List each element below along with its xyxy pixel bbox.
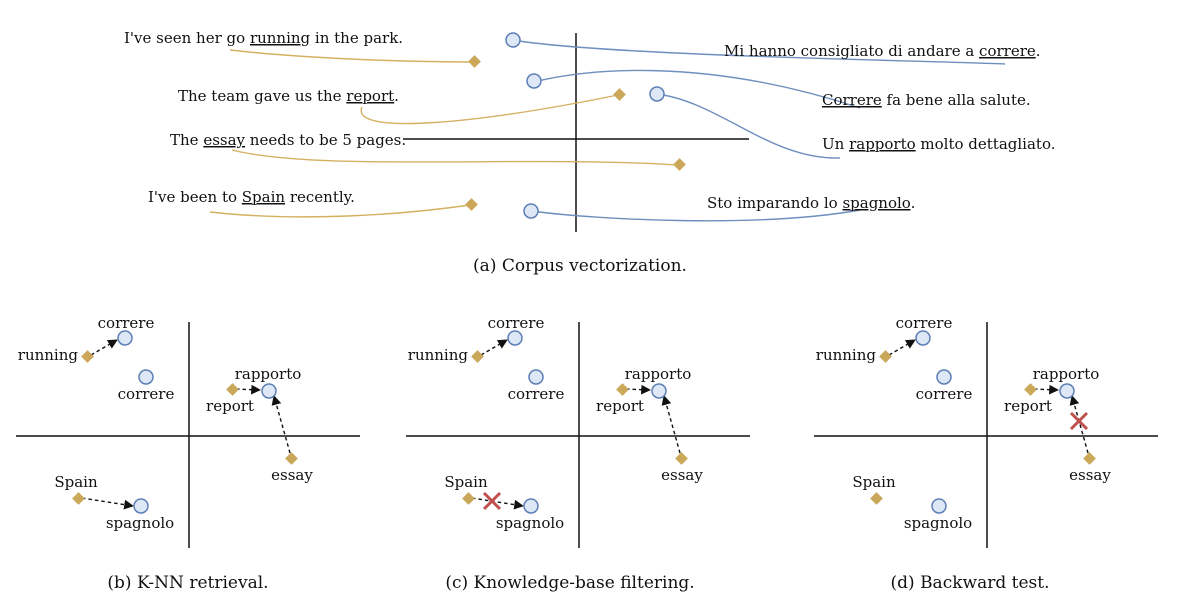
label-correre-mid: correre <box>118 385 175 403</box>
label-essay: essay <box>1069 466 1111 484</box>
point-correre-mid <box>138 369 154 385</box>
point-spagnolo <box>523 498 539 514</box>
arrow-spain-spagnolo <box>471 497 524 510</box>
curve-report <box>360 94 619 125</box>
label-spagnolo: spagnolo <box>496 514 564 532</box>
caption-b: (b) K-NN retrieval. <box>107 573 268 593</box>
label-spagnolo: spagnolo <box>904 514 972 532</box>
caption-c: (c) Knowledge-base filtering. <box>445 573 694 593</box>
point-running <box>468 55 481 68</box>
sentence-en-spain: I've been to Spain recently. <box>148 188 355 206</box>
label-spain: Spain <box>444 473 488 491</box>
arrow-spain-spagnolo <box>81 497 134 510</box>
point-report <box>616 383 629 396</box>
point-spain <box>462 492 475 505</box>
label-running: running <box>18 346 79 364</box>
point-correre-top <box>117 330 133 346</box>
curve-correre-2 <box>533 69 861 109</box>
point-rapporto <box>1059 383 1075 399</box>
sentence-it-rapporto: Un rapporto molto dettagliato. <box>822 135 1055 153</box>
panel-c: correre running correre rapporto report … <box>406 314 750 593</box>
point-spain <box>72 492 85 505</box>
sentence-en-essay: The essay needs to be 5 pages. <box>170 131 406 149</box>
point-spagnolo <box>931 498 947 514</box>
point-report <box>613 88 626 101</box>
reject-x-icon <box>482 491 502 511</box>
point-rapporto <box>261 383 277 399</box>
point-spagnolo <box>523 203 539 219</box>
label-correre-top: correre <box>896 314 953 332</box>
arrow-report-rapporto <box>235 384 261 395</box>
sentence-en-report: The team gave us the report. <box>178 87 399 105</box>
label-running: running <box>816 346 877 364</box>
label-report: report <box>206 397 254 415</box>
curve-running <box>229 49 475 63</box>
label-essay: essay <box>661 466 703 484</box>
label-rapporto: rapporto <box>235 365 302 383</box>
point-correre-top <box>915 330 931 346</box>
point-spain <box>465 198 478 211</box>
label-running: running <box>408 346 469 364</box>
panel-b: correre running correre rapporto report … <box>16 314 360 593</box>
point-running <box>81 350 94 363</box>
point-report <box>226 383 239 396</box>
label-correre-top: correre <box>488 314 545 332</box>
reject-x-icon <box>1069 411 1089 431</box>
point-essay <box>1083 452 1096 465</box>
point-rapporto <box>649 86 665 102</box>
caption-d: (d) Backward test. <box>891 573 1050 593</box>
label-spain: Spain <box>54 473 98 491</box>
sentence-it-correre-2: Correre fa bene alla salute. <box>822 91 1031 109</box>
arrow-essay-rapporto <box>661 395 681 454</box>
caption-a: (a) Corpus vectorization. <box>473 256 687 276</box>
point-rapporto <box>651 383 667 399</box>
point-running <box>471 350 484 363</box>
panel-d: correre running correre rapporto report … <box>814 314 1158 593</box>
label-rapporto: rapporto <box>625 365 692 383</box>
sentence-en-running: I've seen her go running in the park. <box>124 29 403 47</box>
curve-spagnolo <box>530 209 861 222</box>
label-spagnolo: spagnolo <box>106 514 174 532</box>
arrow-report-rapporto <box>1033 384 1059 395</box>
label-correre-mid: correre <box>916 385 973 403</box>
curve-correre-1 <box>512 39 1006 65</box>
label-report: report <box>596 397 644 415</box>
point-correre-top <box>507 330 523 346</box>
point-correre-mid <box>936 369 952 385</box>
point-spagnolo <box>133 498 149 514</box>
arrow-running-correre <box>480 339 508 356</box>
curve-spain <box>209 204 471 218</box>
point-correre-1 <box>505 32 521 48</box>
arrow-essay-rapporto <box>1069 395 1089 454</box>
point-essay <box>673 158 686 171</box>
arrow-essay-rapporto <box>271 395 291 454</box>
label-essay: essay <box>271 466 313 484</box>
point-report <box>1024 383 1037 396</box>
arrow-report-rapporto <box>625 384 651 395</box>
point-essay <box>675 452 688 465</box>
point-essay <box>285 452 298 465</box>
curve-rapporto <box>656 93 841 159</box>
curve-essay <box>231 149 679 166</box>
label-report: report <box>1004 397 1052 415</box>
point-running <box>879 350 892 363</box>
label-correre-mid: correre <box>508 385 565 403</box>
label-spain: Spain <box>852 473 896 491</box>
point-correre-mid <box>528 369 544 385</box>
sentence-it-correre-1: Mi hanno consigliato di andare a correre… <box>724 42 1041 60</box>
arrow-running-correre <box>888 339 916 356</box>
point-spain <box>870 492 883 505</box>
label-rapporto: rapporto <box>1033 365 1100 383</box>
sentence-it-spagnolo: Sto imparando lo spagnolo. <box>707 194 915 212</box>
label-correre-top: correre <box>98 314 155 332</box>
point-correre-2 <box>526 73 542 89</box>
panel-a: I've seen her go running in the park. Th… <box>124 29 1055 276</box>
arrow-running-correre <box>90 339 118 356</box>
